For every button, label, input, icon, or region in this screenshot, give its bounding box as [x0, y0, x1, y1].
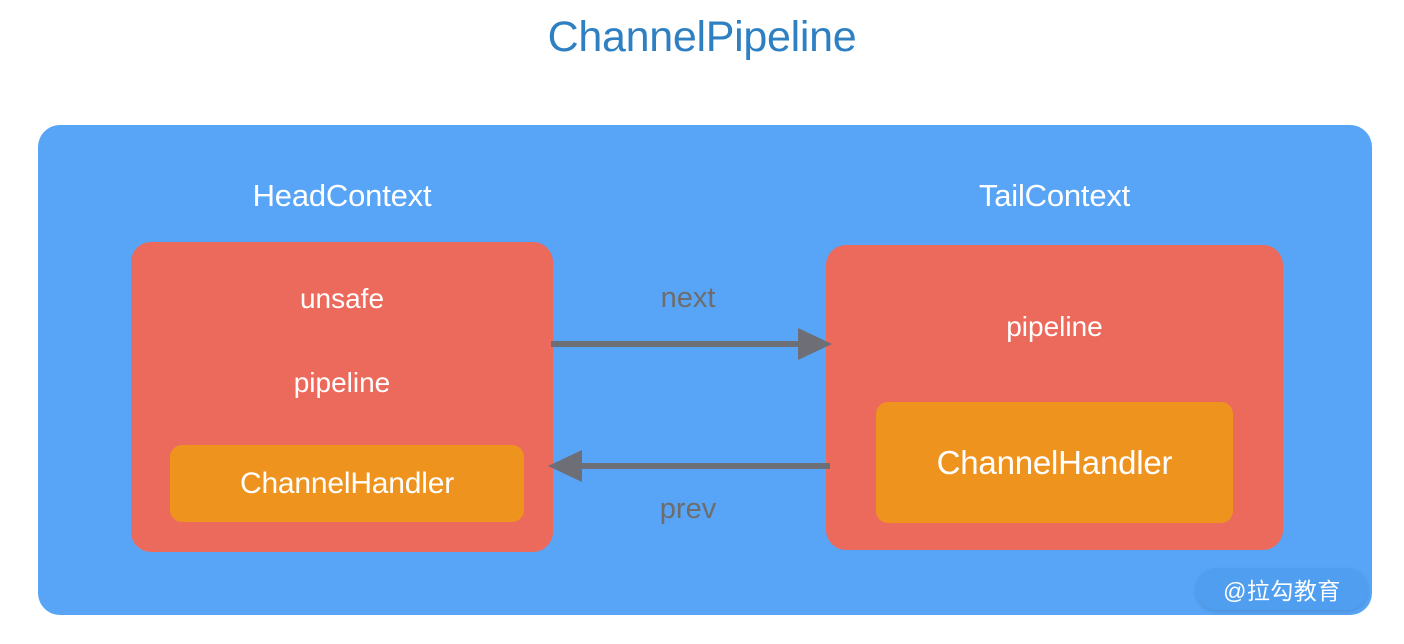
watermark-badge: @拉勾教育	[1196, 568, 1368, 610]
next-arrow-icon	[551, 328, 832, 360]
tail-context-channel-handler: ChannelHandler	[876, 402, 1233, 523]
prev-arrow-icon	[548, 450, 830, 482]
tail-context-label: TailContext	[978, 178, 1131, 213]
head-context-field-pipeline: pipeline	[293, 367, 391, 398]
head-context-label: HeadContext	[252, 178, 432, 213]
page-title: ChannelPipeline	[547, 13, 857, 61]
context-link-arrows	[548, 328, 832, 482]
head-context-channel-handler: ChannelHandler	[170, 445, 524, 522]
tail-context-field-pipeline: pipeline	[1006, 311, 1103, 342]
next-arrow-label: next	[660, 282, 716, 314]
prev-arrow-label: prev	[659, 493, 717, 525]
head-context-field-unsafe: unsafe	[299, 283, 385, 314]
